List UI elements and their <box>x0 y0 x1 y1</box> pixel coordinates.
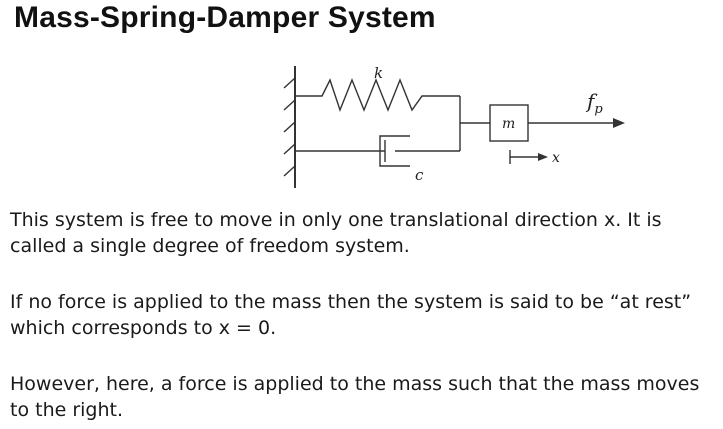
mass-label: m <box>502 116 515 132</box>
paragraph-3: However, here, a force is applied to the… <box>10 373 700 421</box>
paragraph-2: If no force is applied to the mass then … <box>10 291 692 339</box>
displacement-label: x <box>552 150 560 166</box>
damper-label: c <box>415 166 424 184</box>
mass-spring-damper-diagram: k c m fp x <box>283 64 625 188</box>
force-label: fp <box>585 89 603 117</box>
spring <box>295 78 460 113</box>
wall-hatching <box>283 77 296 177</box>
paragraph-1: This system is free to move in only one … <box>10 209 662 257</box>
spring-label: k <box>374 64 383 82</box>
page-title: Mass-Spring-Damper System <box>14 1 436 34</box>
damper <box>295 135 460 167</box>
